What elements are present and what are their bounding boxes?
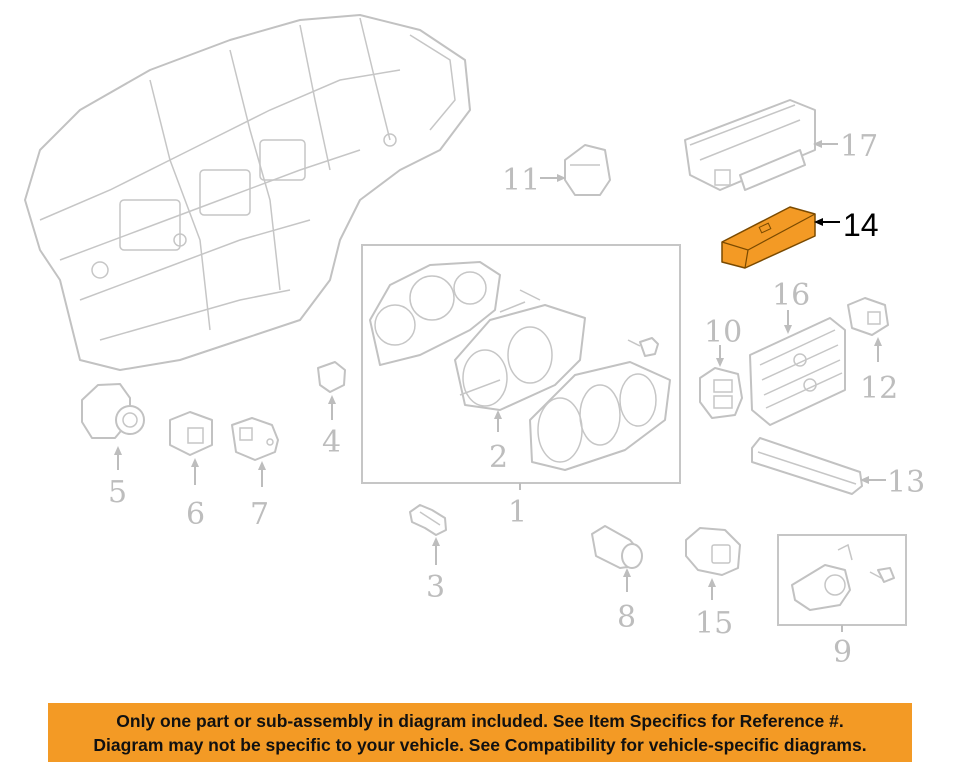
- disclaimer-line-1: Only one part or sub-assembly in diagram…: [116, 710, 844, 731]
- part-17-module: [684, 99, 838, 191]
- part-7-switch: [231, 417, 279, 487]
- part-8-sensor: [591, 525, 643, 592]
- callout-5: 5: [108, 475, 127, 510]
- cluster-assembly-frame: [361, 244, 681, 490]
- part-14-highlighted: [721, 206, 840, 269]
- disclaimer-line-2: Diagram may not be specific to your vehi…: [93, 734, 867, 755]
- part-9-bracket: [777, 534, 907, 632]
- callout-15: 15: [695, 606, 733, 641]
- cluster-screw: [627, 337, 659, 357]
- part-15-switch: [685, 527, 741, 600]
- part-12-switch: [847, 297, 889, 362]
- part-5-ignition-switch: [81, 383, 145, 470]
- callout-6: 6: [186, 497, 205, 532]
- callout-12: 12: [860, 371, 898, 406]
- callout-17: 17: [840, 129, 878, 164]
- disclaimer-banner: Only one part or sub-assembly in diagram…: [48, 703, 912, 762]
- gauge-bezel: [369, 261, 541, 366]
- callout-14: 14: [843, 207, 879, 243]
- callout-11: 11: [502, 163, 540, 198]
- callout-2: 2: [489, 440, 508, 475]
- part-6-switch: [169, 411, 213, 485]
- callout-7: 7: [250, 497, 269, 532]
- callout-4: 4: [322, 425, 341, 460]
- part-11-switch: [540, 144, 611, 196]
- callout-16: 16: [772, 278, 810, 313]
- part-2-cluster-housing: [454, 304, 586, 432]
- callout-8: 8: [617, 600, 636, 635]
- callout-1: 1: [508, 495, 527, 530]
- part-4-clip: [317, 361, 346, 420]
- part-16-control-panel: [749, 310, 846, 426]
- part-3-bolt: [409, 504, 447, 565]
- dashboard-frame: [24, 14, 471, 371]
- part-10-switch: [699, 345, 743, 419]
- cluster-lens: [529, 361, 671, 471]
- callout-13: 13: [887, 465, 925, 500]
- callout-9: 9: [833, 635, 852, 670]
- part-13-switch-strip: [751, 437, 886, 495]
- callout-3: 3: [426, 570, 445, 605]
- callout-10: 10: [704, 315, 742, 350]
